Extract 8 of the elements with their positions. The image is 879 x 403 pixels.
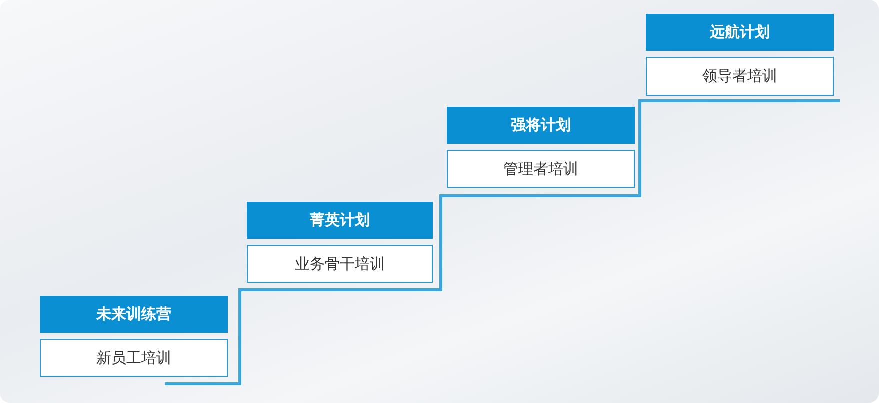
training-box: 新员工培训 xyxy=(40,339,228,377)
program-header-box: 菁英计划 xyxy=(247,202,433,239)
program-header-box: 强将计划 xyxy=(447,107,635,144)
program-header-box: 远航计划 xyxy=(646,14,834,51)
program-header-box: 未来训练营 xyxy=(40,296,228,333)
training-box: 业务骨干培训 xyxy=(247,245,433,283)
training-box: 管理者培训 xyxy=(447,150,635,188)
training-box: 领导者培训 xyxy=(646,57,834,96)
